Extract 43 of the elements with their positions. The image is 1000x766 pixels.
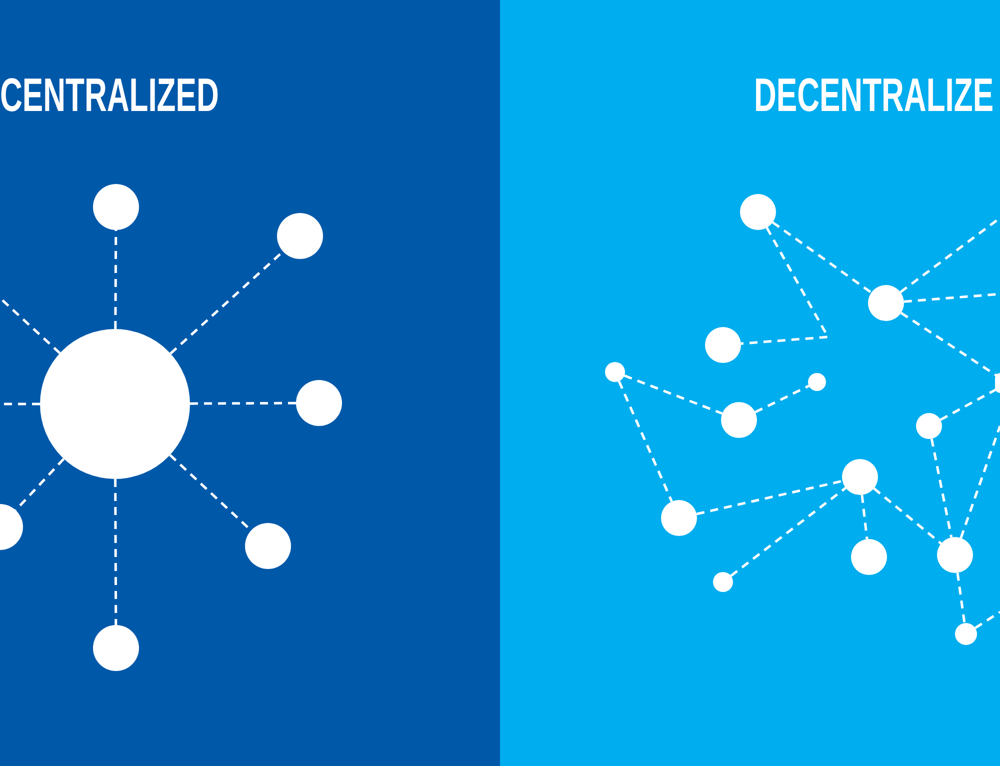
circle-node [93, 184, 139, 230]
dashed-connector [624, 374, 723, 415]
dashed-connector [956, 572, 966, 624]
panel-title: DECENTRALIZE [754, 71, 994, 118]
dashed-connector [730, 486, 846, 577]
circle-node [916, 413, 942, 439]
circle-node [605, 362, 625, 382]
dashed-connector [900, 312, 998, 377]
dashed-connector [0, 297, 61, 354]
circle-node [842, 459, 878, 495]
dashed-connector [873, 487, 942, 545]
circle-node [808, 373, 826, 391]
dashed-connector [900, 217, 1000, 294]
dashed-connector [974, 610, 1000, 630]
dashed-connector [696, 480, 843, 516]
dashed-connector [114, 230, 118, 329]
dashed-connector [940, 388, 998, 421]
dashed-connector [114, 479, 118, 625]
circle-node [705, 327, 741, 363]
circle-node [245, 523, 291, 569]
dashed-connector [930, 438, 953, 538]
dashed-connector [740, 227, 830, 345]
circle-node [277, 213, 323, 259]
dashed-connector [772, 221, 872, 294]
circle-node [296, 380, 342, 426]
dashed-connector [960, 426, 1000, 538]
circle-node [713, 572, 733, 592]
circle-node [868, 285, 904, 321]
circle-node [93, 625, 139, 671]
dashed-connector [860, 494, 868, 540]
panel-title: CENTRALIZED [0, 71, 219, 118]
circle-node [661, 500, 697, 536]
panel [500, 0, 1000, 766]
dashed-connector [14, 458, 65, 512]
circle-node [937, 537, 973, 573]
dashed-connector [754, 384, 810, 414]
circle-node [721, 402, 757, 438]
circle-node [851, 539, 887, 575]
circle-node [955, 623, 977, 645]
dashed-connector [190, 402, 296, 405]
dashed-connector [618, 380, 673, 502]
panel [0, 0, 500, 766]
circle-node [740, 194, 776, 230]
